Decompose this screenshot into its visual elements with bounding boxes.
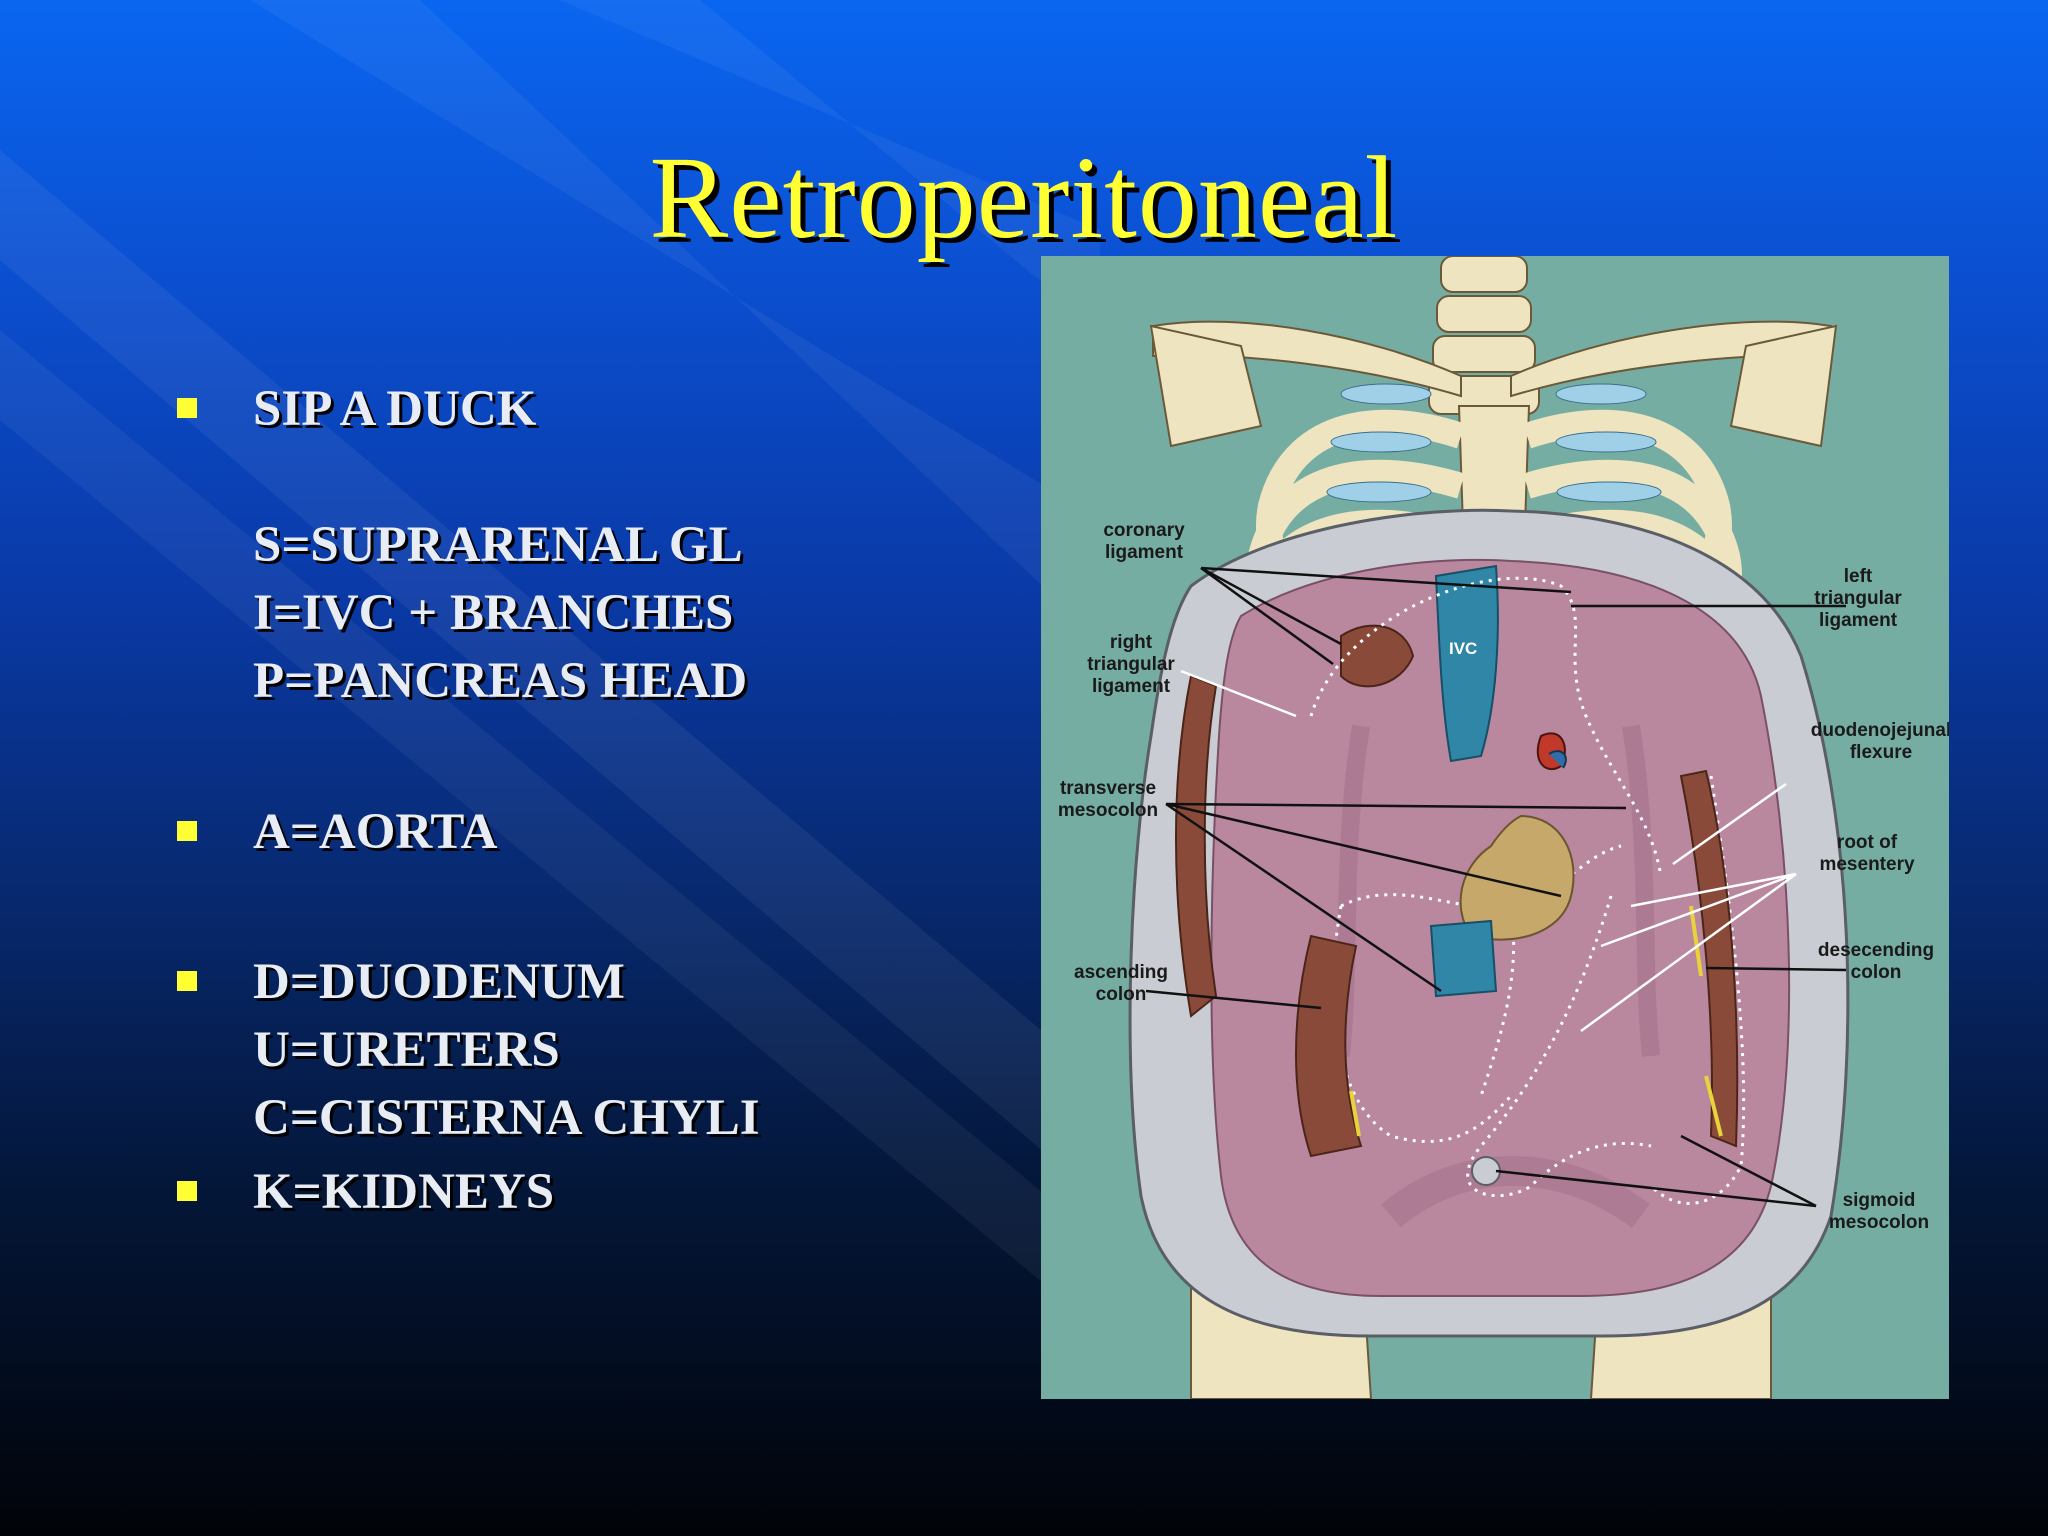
- anatomy-illustration: coronary ligament right triangular ligam…: [1041, 256, 1949, 1399]
- label-right-triangular-ligament: right: [1110, 632, 1153, 653]
- label-sigmoid-mesocolon: sigmoid: [1843, 1190, 1916, 1211]
- label-root-of-mesentery: mesentery: [1819, 854, 1914, 875]
- label-duodenojejunal-flexure: flexure: [1850, 742, 1912, 763]
- label-ascending-colon: ascending: [1074, 962, 1168, 983]
- bullet-line: K=KIDNEYS: [253, 1164, 555, 1220]
- label-coronary-ligament: coronary: [1103, 520, 1185, 541]
- bullet-marker: [177, 971, 197, 991]
- bullet-line: SIP A DUCK: [253, 381, 537, 437]
- label-sigmoid-mesocolon: mesocolon: [1829, 1212, 1929, 1233]
- label-duodenojejunal-flexure: duodenojejunal: [1811, 720, 1949, 741]
- label-right-triangular-ligament: triangular: [1087, 654, 1175, 675]
- label-descending-colon: desecending: [1818, 940, 1934, 961]
- label-transverse-mesocolon: transverse: [1060, 778, 1156, 799]
- label-transverse-mesocolon: mesocolon: [1058, 800, 1158, 821]
- label-left-triangular-ligament: triangular: [1814, 588, 1902, 609]
- bullet-line: C=CISTERNA CHYLI: [253, 1090, 760, 1146]
- bullet-line: P=PANCREAS HEAD: [253, 653, 748, 709]
- bullet-line: S=SUPRARENAL GL: [253, 517, 743, 573]
- slide-title: Retroperitoneal: [649, 132, 1399, 263]
- bullet-line: A=AORTA: [253, 804, 498, 860]
- label-descending-colon: colon: [1851, 962, 1902, 983]
- label-coronary-ligament: ligament: [1105, 542, 1184, 563]
- bullet-line: D=DUODENUM: [253, 954, 625, 1010]
- label-ivc: IVC: [1449, 639, 1477, 658]
- bullet-line: I=IVC + BRANCHES: [253, 585, 734, 641]
- bullet-marker: [177, 821, 197, 841]
- label-right-triangular-ligament: ligament: [1092, 676, 1171, 697]
- retroperitoneum-drawing: coronary ligament right triangular ligam…: [1058, 256, 1949, 1399]
- bullet-line: U=URETERS: [253, 1022, 560, 1078]
- label-left-triangular-ligament: ligament: [1819, 610, 1898, 631]
- bullet-marker: [177, 1181, 197, 1201]
- bullet-marker: [177, 398, 197, 418]
- label-root-of-mesentery: root of: [1837, 832, 1898, 853]
- label-left-triangular-ligament: left: [1844, 566, 1873, 587]
- label-ascending-colon: colon: [1096, 984, 1147, 1005]
